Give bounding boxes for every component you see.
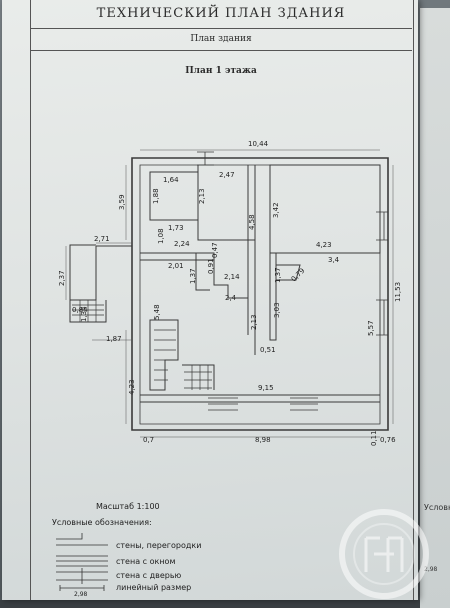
dim-label: 10,44 — [248, 140, 269, 148]
plan-walls — [69, 157, 389, 431]
dim-label: 1,87 — [106, 335, 122, 343]
dimension-labels: 10,44 1,64 2,47 1,88 2,13 3,59 3,42 1,73… — [58, 140, 402, 446]
dim-label: 0,84 — [72, 306, 88, 314]
dim-label: 1,37 — [189, 268, 197, 284]
sheet-frame — [30, 0, 414, 600]
legend-linear-dimension: линейный размер — [116, 583, 192, 592]
dim-label: 3,4 — [328, 256, 340, 264]
dim-label: 1,34 — [80, 306, 88, 322]
legend-walls: стены, перегородки — [116, 541, 202, 550]
dim-label: 3,42 — [272, 202, 280, 218]
dim-label: 2,24 — [174, 240, 190, 248]
document-title: ТЕХНИЧЕСКИЙ ПЛАН ЗДАНИЯ — [96, 6, 346, 21]
dim-label: 3,59 — [118, 194, 126, 210]
legend-wall-door: стена с дверью — [116, 571, 182, 580]
dim-label: 11,53 — [394, 282, 402, 302]
floor-title: План 1 этажа — [185, 66, 257, 76]
dim-label: 1,37 — [274, 267, 282, 283]
title-divider — [30, 28, 412, 29]
scale-label: Масштаб 1:100 — [96, 502, 160, 511]
dim-label: 2,47 — [219, 171, 235, 179]
plan-windows — [197, 151, 388, 411]
dim-label: 0,76 — [380, 436, 396, 444]
dim-label: 5,48 — [153, 304, 161, 320]
legend-title: Условные обозначения: — [52, 518, 152, 527]
dim-label: 0,7 — [143, 436, 154, 444]
legend-sample-value: 2,98 — [74, 591, 88, 598]
dim-label: 9,15 — [258, 384, 274, 392]
dim-label: 3,03 — [273, 302, 281, 318]
plan-stairs — [72, 300, 212, 390]
dim-label: 0,47 — [211, 242, 219, 258]
dim-label: 1,88 — [152, 188, 160, 204]
dim-label: 2,37 — [58, 270, 66, 286]
watermark-seal-icon — [339, 509, 429, 599]
subtitle-divider — [30, 50, 412, 51]
dim-label: 4,23 — [128, 379, 136, 395]
dimension-lines — [65, 149, 394, 438]
dim-label: 0,91 — [207, 258, 215, 274]
document-subtitle: План здания — [190, 34, 252, 44]
dim-label: 4,23 — [316, 241, 332, 249]
dim-label: 2,14 — [224, 273, 240, 281]
side-sheet-value: 2,98 — [424, 566, 438, 573]
dim-label: 2,4 — [225, 294, 237, 302]
dim-label: 5,57 — [367, 320, 375, 336]
dim-label: 1,64 — [163, 176, 179, 184]
dim-label: 0,11 — [370, 430, 378, 446]
adjacent-sheet — [420, 8, 450, 608]
dim-label: 4,58 — [248, 214, 256, 230]
side-sheet-text: Условные — [424, 503, 450, 512]
dim-label: 2,71 — [94, 235, 110, 243]
dim-label: 2,13 — [198, 188, 206, 204]
legend-symbols — [56, 533, 108, 591]
dim-label: 0,79 — [290, 267, 307, 284]
dim-label: 1,73 — [168, 224, 184, 232]
dim-label: 0,51 — [260, 346, 276, 354]
dim-label: 2,01 — [168, 262, 184, 270]
dim-label: 1,08 — [157, 228, 165, 244]
dim-label: 8,98 — [255, 436, 271, 444]
dim-label: 2,13 — [250, 314, 258, 330]
legend-wall-window: стена с окном — [116, 557, 176, 566]
